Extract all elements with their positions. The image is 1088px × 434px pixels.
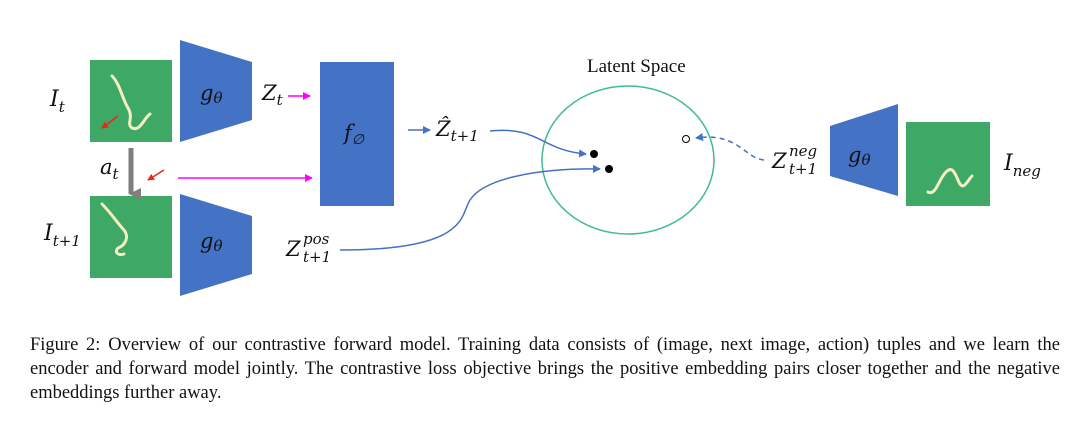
image-I-t1	[90, 196, 172, 278]
image-I-t	[90, 60, 172, 142]
label-Z-neg-sup: neg	[789, 142, 817, 160]
red-arrow-1	[101, 115, 119, 129]
figure-diagram: Latent Space It It+1 Ineg at Zt Ẑt+1 Z p…	[43, 40, 1041, 296]
label-Z-neg: Z	[771, 149, 787, 173]
point-z-hat	[590, 150, 598, 158]
point-z-neg	[682, 135, 690, 143]
forward-model-f	[320, 62, 394, 206]
point-z-pos	[605, 165, 613, 173]
label-g-neg: gθ	[848, 143, 870, 169]
image-I-neg	[906, 122, 990, 206]
caption-label: Figure 2:	[30, 335, 101, 355]
label-Z-hat: Ẑt+1	[435, 117, 479, 145]
label-g-bottom: gθ	[200, 229, 222, 255]
red-arrow-2	[147, 169, 165, 181]
label-I-t: It	[49, 87, 66, 116]
label-Z-neg-sub: t+1	[789, 160, 817, 178]
latent-space-circle	[541, 85, 715, 235]
label-f: f∅	[342, 121, 365, 148]
blue-curve-zpos	[339, 164, 601, 251]
label-Z-pos-sup: pos	[303, 230, 330, 248]
encoder-g-top	[180, 40, 252, 142]
label-g-top: gθ	[200, 81, 222, 107]
encoder-g-bottom	[180, 194, 252, 296]
blue-curve-zhat	[489, 129, 587, 158]
encoder-g-neg	[830, 104, 898, 196]
label-Z-pos-sub: t+1	[303, 248, 331, 266]
label-Z-pos: Z	[285, 237, 301, 261]
latent-space-label: Latent Space	[587, 56, 686, 77]
label-I-neg: Ineg	[1003, 151, 1041, 180]
label-I-t1: It+1	[43, 221, 81, 250]
figure-caption: Figure 2: Overview of our contrastive fo…	[30, 333, 1060, 405]
label-a-t: at	[100, 155, 120, 183]
caption-text: Overview of our contrastive forward mode…	[30, 335, 1061, 403]
blue-dashed-curve-zneg	[695, 133, 765, 161]
label-Z-t: Zt	[261, 81, 284, 109]
